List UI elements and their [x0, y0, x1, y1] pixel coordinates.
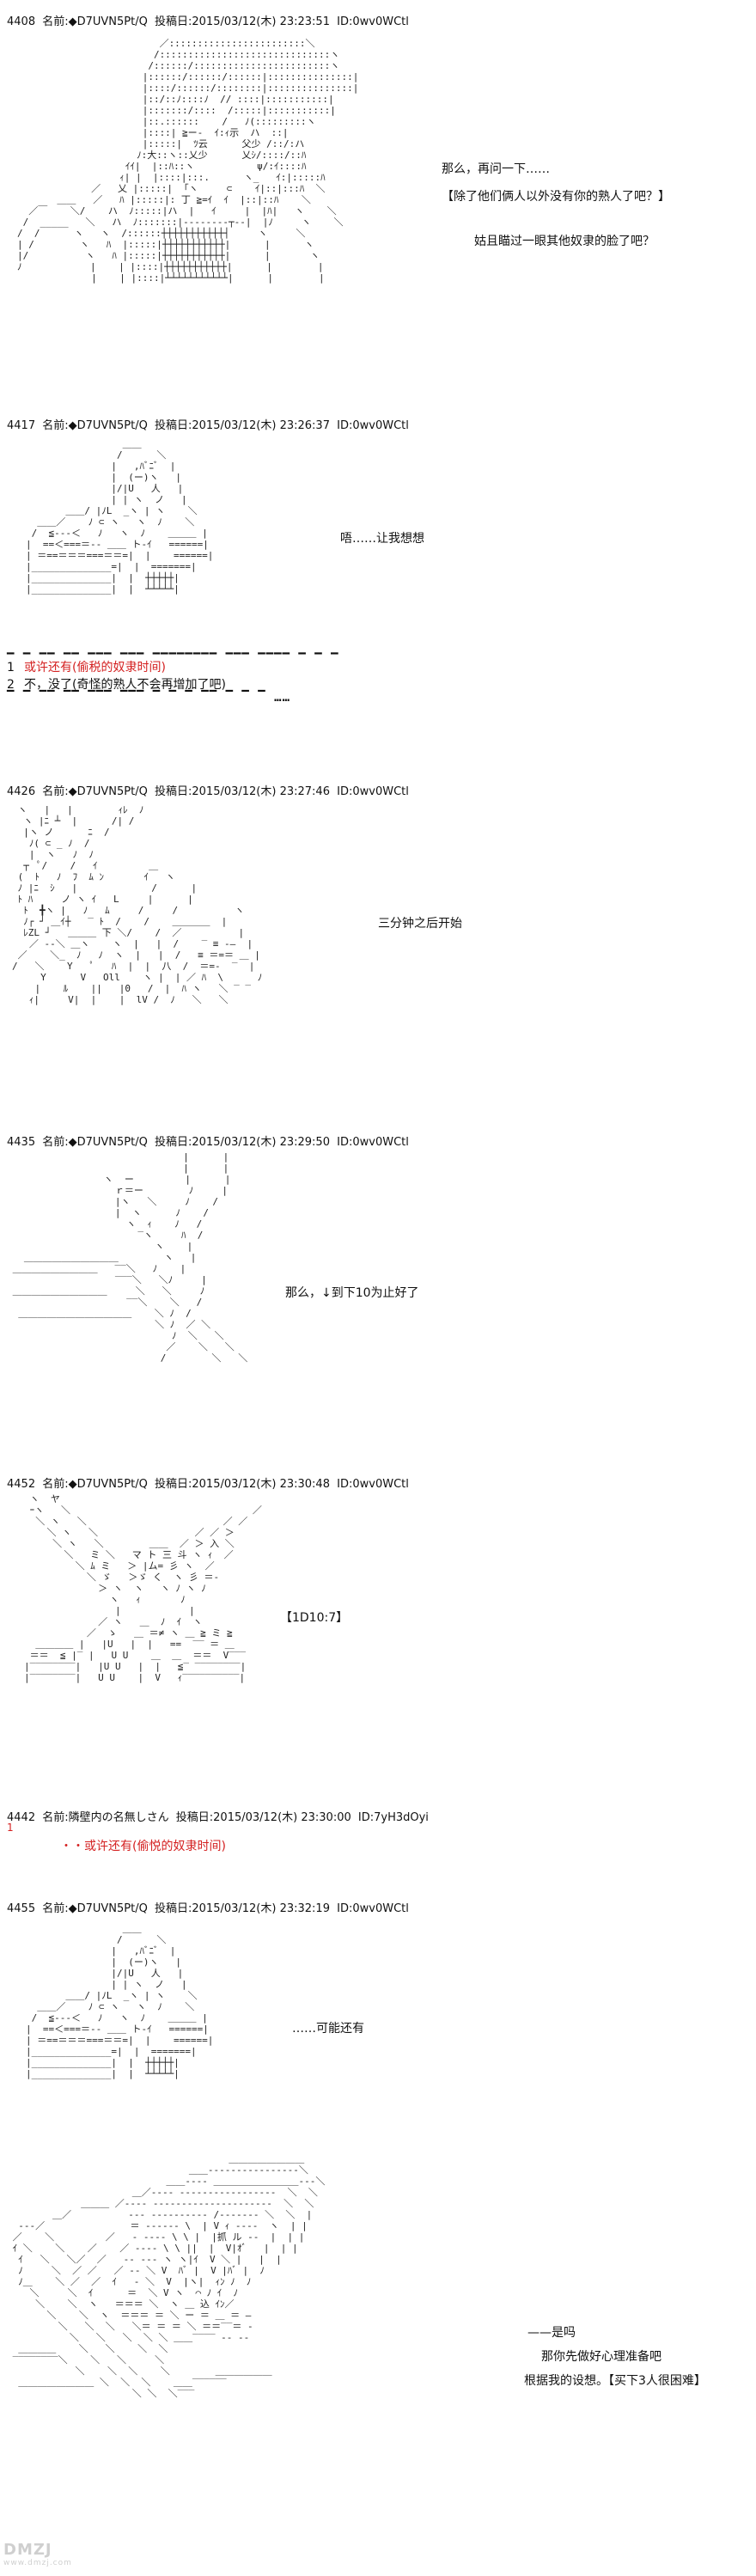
post-header: 4417 名前:◆D7UVN5Pt/Q 投稿日:2015/03/12(木) 23… [7, 416, 412, 432]
watermark-logo: DMZJ www.dmzj.com [3, 2541, 72, 2567]
post-id: ID:0wv0WCtl [337, 419, 409, 432]
dialog-line: 那么，↓到下10为止好了 [285, 1286, 419, 1300]
choice-number: 1 [7, 661, 15, 675]
post-date: 投稿日:2015/03/12(木) 23:30:00 [175, 1811, 351, 1824]
post-author: 名前:◆D7UVN5Pt/Q [42, 785, 148, 798]
post-header: 4455 名前:◆D7UVN5Pt/Q 投稿日:2015/03/12(木) 23… [7, 1899, 412, 1915]
watermark-text: DMZJ [3, 2541, 52, 2559]
dialog-line: ——是吗 [527, 2326, 576, 2340]
post-number: 4452 [7, 1478, 36, 1491]
post-author: 名前:◆D7UVN5Pt/Q [42, 1136, 148, 1149]
ascii-art-bottom: ＿＿＿＿＿＿＿＿ ＿＿‐‐‐‐‐‐‐‐‐‐‐‐‐‐‐‐＼ ＿＿‐‐‐‐ ＿＿＿＿… [12, 2153, 326, 2399]
post-author: 名前:◆D7UVN5Pt/Q [42, 1902, 148, 1915]
post-id: ID:0wv0WCtl [337, 1902, 409, 1915]
post-4435: 4435 名前:◆D7UVN5Pt/Q 投稿日:2015/03/12(木) 23… [0, 1120, 756, 1464]
post-id: ID:0wv0WCtl [337, 1478, 409, 1491]
post-header: 4426 名前:◆D7UVN5Pt/Q 投稿日:2015/03/12(木) 23… [7, 782, 412, 798]
dialog-line: 姑且瞄过一眼其他奴隶的脸了吧？ [474, 235, 655, 248]
divider-top: ▁ ▁ ▁▁ ▁▁ ▁▁▁ ▁▁▁ ▁▁▁▁▁▁▁▁ ▁▁▁ ▁▁▁▁ ▁ ▁ … [7, 641, 339, 655]
choice-number: 2 [7, 678, 15, 692]
choice-1: 1 或许还有(偷税的奴隶时间) [7, 658, 166, 675]
post-header: 4435 名前:◆D7UVN5Pt/Q 投稿日:2015/03/12(木) 23… [7, 1132, 412, 1149]
post-4426: 4426 名前:◆D7UVN5Pt/Q 投稿日:2015/03/12(木) 23… [0, 770, 756, 1114]
post-id: ID:7yH3dOyi [357, 1811, 429, 1824]
ascii-art: ヽ | | ｨﾚ ﾉ ヽ |ﾆ ┴ | /| / |ヽ ノ ﾆ / ﾉ( ⊂ _… [12, 804, 263, 1005]
post-number: 4426 [7, 785, 36, 798]
ascii-art: ヽ ヤ ｰヽ ＼ ／ ＼ ヽ ＼ ／ ／ ＼ ヽ ＼ ／ ／ ＞ ＼ ヽ ＼ ＿… [24, 1493, 262, 1683]
dialog-line: ・・或许还有(偷悦的奴隶时间) [60, 1840, 226, 1853]
choice-2: 2 不，没了(奇怪的熟人不会再增加了吧) [7, 675, 226, 693]
post-4452: 4452 名前:◆D7UVN5Pt/Q 投稿日:2015/03/12(木) 23… [0, 1462, 756, 1806]
post-number: 4408 [7, 15, 36, 28]
watermark-site: www.dmzj.com [3, 2559, 72, 2567]
post-date: 投稿日:2015/03/12(木) 23:30:48 [155, 1478, 330, 1491]
post-author: 名前:◆D7UVN5Pt/Q [42, 1478, 148, 1491]
post-date: 投稿日:2015/03/12(木) 23:27:46 [155, 785, 330, 798]
dialog-line: 根据我的设想。【买下3人很困难】 [524, 2374, 706, 2388]
post-4408: 4408 名前:◆D7UVN5Pt/Q 投稿日:2015/03/12(木) 23… [0, 0, 756, 430]
post-author: 名前:隣壁内の名無しさん [42, 1811, 169, 1824]
ascii-art: ＿＿ / ＼ | ,ﾊﾞﾆﾞ | | (ー)ヽ | |/|U 人 | | | ヽ… [26, 438, 214, 595]
reply-anchor[interactable]: 1 [7, 1822, 14, 1834]
ascii-art: | | | | ヽ ー | | ｒ＝ー ﾉ | |ヽ ＼ ﾉ / | ヽ ﾉ / [12, 1151, 248, 1364]
post-number: 4455 [7, 1902, 36, 1915]
post-header: 4442 名前:隣壁内の名無しさん 投稿日:2015/03/12(木) 23:3… [7, 1808, 432, 1824]
dialog-line: 【除了他们俩人以外没有你的熟人了吧？】 [442, 190, 670, 204]
post-number: 4417 [7, 419, 36, 432]
post-author: 名前:◆D7UVN5Pt/Q [42, 419, 148, 432]
choice-text: 或许还有(偷税的奴隶时间) [24, 661, 166, 675]
dialog-line: 三分钟之后开始 [378, 917, 462, 931]
post-author: 名前:◆D7UVN5Pt/Q [42, 15, 148, 28]
post-date: 投稿日:2015/03/12(木) 23:29:50 [155, 1136, 330, 1149]
ascii-art-top: ＿＿ / ＼ | ,ﾊﾞﾆﾞ | | (ー)ヽ | |/|U 人 | | | ヽ… [26, 1923, 214, 2079]
post-header: 4408 名前:◆D7UVN5Pt/Q 投稿日:2015/03/12(木) 23… [7, 12, 412, 28]
post-4455: 4455 名前:◆D7UVN5Pt/Q 投稿日:2015/03/12(木) 23… [0, 1887, 756, 2574]
dialog-line: 唔……让我想想 [340, 532, 424, 546]
choice-text: 不，没了(奇怪的熟人不会再增加了吧) [24, 678, 226, 692]
dialog-line: ……可能还有 [292, 2022, 364, 2036]
post-4442: 4442 名前:隣壁内の名無しさん 投稿日:2015/03/12(木) 23:3… [0, 1796, 756, 1873]
post-date: 投稿日:2015/03/12(木) 23:23:51 [155, 15, 330, 28]
post-number: 4442 [7, 1811, 36, 1824]
dialog-line: 那么，再问一下…… [442, 162, 550, 176]
post-date: 投稿日:2015/03/12(木) 23:26:37 [155, 419, 330, 432]
ascii-art: ／::::::::::::::::::::::::＼ /::::::::::::… [17, 38, 359, 284]
post-id: ID:0wv0WCtl [337, 15, 409, 28]
post-4417: 4417 名前:◆D7UVN5Pt/Q 投稿日:2015/03/12(木) 23… [0, 404, 756, 722]
dialog-line: 那你先做好心理准备吧 [541, 2350, 662, 2364]
post-id: ID:0wv0WCtl [337, 785, 409, 798]
post-header: 4452 名前:◆D7UVN5Pt/Q 投稿日:2015/03/12(木) 23… [7, 1474, 412, 1491]
dice-result: 【1D10:7】 [280, 1611, 349, 1625]
post-id: ID:0wv0WCtl [337, 1136, 409, 1149]
post-number: 4435 [7, 1136, 36, 1149]
divider-bottom: ▔ ▔ ▔▔ ▔▔ ▔▔▔ ▔▔▔ ▔ ▔ ▔ ▔▔ ▔ ▔ ▔ …… [7, 691, 291, 705]
post-date: 投稿日:2015/03/12(木) 23:32:19 [155, 1902, 330, 1915]
